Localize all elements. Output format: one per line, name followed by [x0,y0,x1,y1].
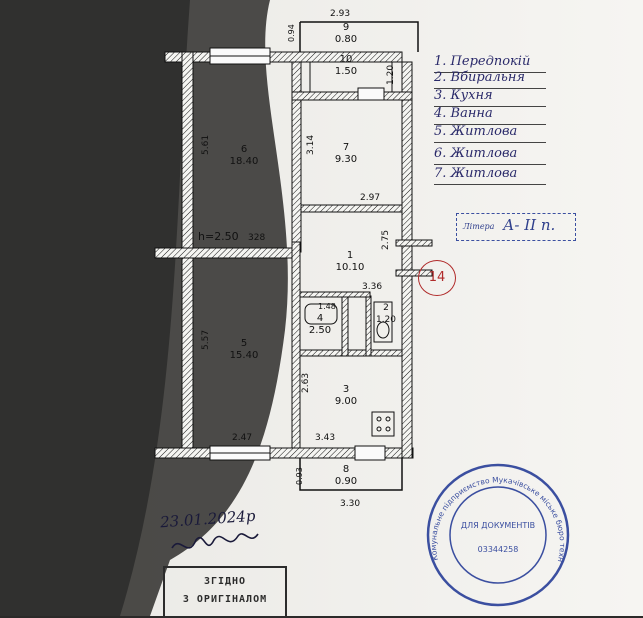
floor-plan-walls [154,21,433,491]
dim-room7-bottom: 2.97 [360,193,380,203]
legend-item: 4. Ванна [434,104,546,125]
dim-bottom-width: 3.30 [340,499,360,509]
round-stamp-middle-text: ДЛЯ ДОКУМЕНТІВ [461,521,535,530]
shadow-dark [0,0,190,616]
room-6-num: 6 [241,144,247,155]
dim-room1-bottom: 3.36 [362,282,382,292]
room-6-area: 18.40 [230,156,259,167]
room-3-num: 3 [343,384,349,395]
dim-room10-side: 1.20 [386,65,396,85]
legend-item: 1. Передпокій [434,52,546,73]
dim-room4-top: 1.48 [318,302,336,311]
room-8-area: 0.90 [335,476,357,487]
dim-room1-side: 2.75 [381,230,391,250]
legend-item: 2. Вбиральня [434,68,546,89]
dim-room8-side: 0.93 [295,467,304,485]
copy-stamp-line2: З ОРИГІНАЛОМ [182,594,268,605]
room-8-num: 8 [343,464,349,475]
copy-stamp-line1: ЗГІДНО [203,576,247,587]
round-stamp-code: 03344258 [478,545,519,554]
room-2-area: 1.20 [376,315,396,325]
room-9-area: 0.80 [335,34,357,45]
room-2-num: 2 [383,303,389,313]
room-1-area: 10.10 [336,262,365,273]
dim-top-width: 2.93 [330,9,350,19]
room-9-num: 9 [343,22,349,33]
room-4-num: 4 [317,313,323,324]
liter-stamp: Літера А- ІІ п. [456,213,576,241]
dim-room3-side: 2.63 [301,373,311,393]
room-1-num: 1 [347,250,353,261]
legend-item: 5. Житлова [434,122,546,143]
signature [171,533,259,549]
liter-stamp-label: Літера [463,222,495,231]
dim-room5-side: 5.57 [201,330,211,350]
room-4-area: 2.50 [309,325,331,336]
dim-room3-bottom: 3.43 [315,433,335,443]
legend-item: 3. Кухня [434,86,546,107]
legend-item: 7. Житлова [434,164,546,185]
copy-stamp: ЗГІДНО З ОРИГІНАЛОМ [163,566,287,618]
dimensions: 2.93 0.94 1.20 5.61 3.14 2.97 2.75 3.36 … [198,9,396,509]
height-note-suffix: 328 [248,233,265,243]
room-7-num: 7 [343,142,349,153]
dim-wall-small: 0.94 [287,24,296,42]
room-5-num: 5 [241,338,247,349]
room-3-area: 9.00 [335,396,357,407]
dim-room6-side: 5.61 [201,135,211,155]
height-note: h=2.50 [198,230,239,243]
room-labels: 9 0.80 10 1.50 6 18.40 7 9.30 1 10.10 4 … [230,22,397,487]
room-7-area: 9.30 [335,154,357,165]
room-10-num: 10 [340,54,353,65]
dim-room5-bottom: 2.47 [232,433,252,443]
circled-number: 14 [418,260,456,296]
room-5-area: 15.40 [230,350,259,361]
room-10-area: 1.50 [335,66,357,77]
legend-item: 6. Житлова [434,144,546,165]
dim-room7-side: 3.14 [306,135,316,155]
liter-stamp-value: А- ІІ п. [503,216,556,234]
